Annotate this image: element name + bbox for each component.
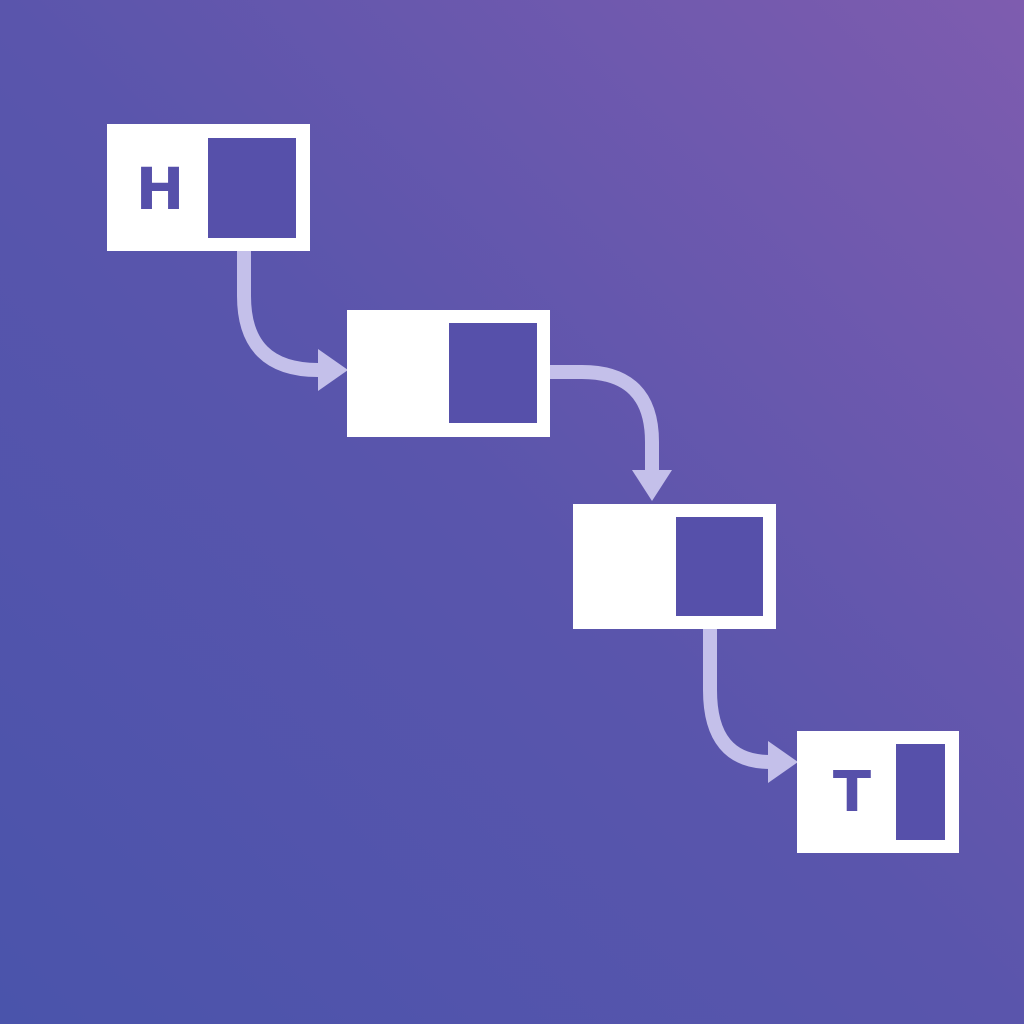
node-pointer-cell <box>449 323 537 423</box>
node-pointer-cell <box>896 744 945 840</box>
link-arrow-1 <box>237 251 319 377</box>
link-arrowhead-1 <box>318 349 348 391</box>
link-arrowhead-2 <box>632 470 672 501</box>
list-node-tail: T <box>797 731 959 853</box>
link-arrowhead-3 <box>768 741 798 783</box>
node-pointer-cell <box>208 138 296 238</box>
node-label-tail: T <box>832 760 872 825</box>
node-label-head: H <box>135 155 185 223</box>
link-arrow-3 <box>703 629 771 769</box>
node-pointer-cell <box>676 517 763 616</box>
list-node-2 <box>347 310 550 437</box>
list-node-head: H <box>107 124 310 251</box>
list-node-3 <box>573 504 776 629</box>
link-arrow-2 <box>550 365 659 470</box>
